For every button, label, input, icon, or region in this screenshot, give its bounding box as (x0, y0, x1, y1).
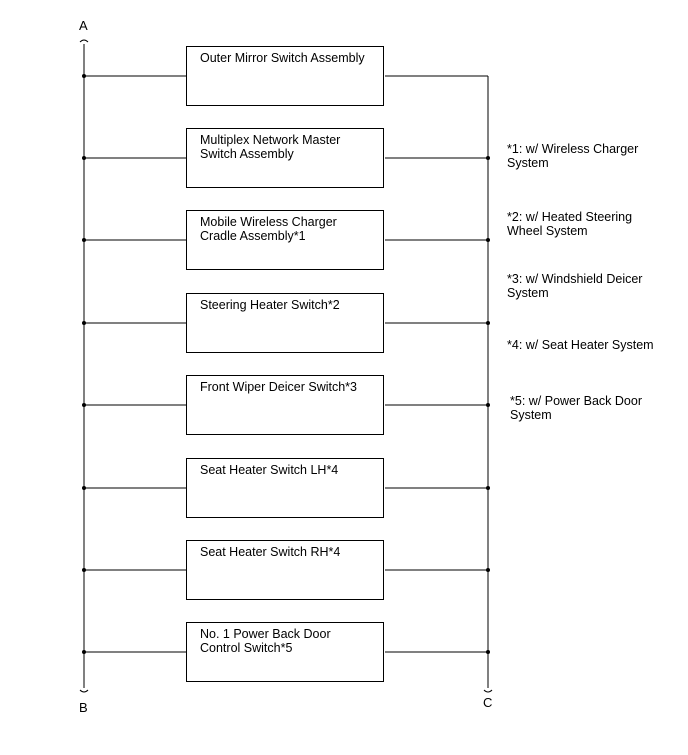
left-bus-bottom-break (79, 689, 89, 693)
junction-dot-right-6 (486, 568, 490, 572)
left-bus-top-break (79, 39, 89, 43)
component-box-seat-heater-switch-rh: Seat Heater Switch RH*4 (186, 540, 384, 600)
junction-dot-right-2 (486, 238, 490, 242)
footnote-5: *5: w/ Power Back Door System (510, 394, 642, 422)
component-box-mobile-wireless-charger-cradle: Mobile Wireless Charger Cradle Assembly*… (186, 210, 384, 270)
component-box-front-wiper-deicer-switch: Front Wiper Deicer Switch*3 (186, 375, 384, 435)
footnote-4: *4: w/ Seat Heater System (507, 338, 654, 352)
bus-label-a: A (79, 18, 88, 33)
junction-dot-left-1 (82, 156, 86, 160)
component-label: No. 1 Power Back Door Control Switch*5 (200, 627, 331, 655)
component-box-power-back-door-control-switch: No. 1 Power Back Door Control Switch*5 (186, 622, 384, 682)
junction-dot-left-5 (82, 486, 86, 490)
junction-dot-right-5 (486, 486, 490, 490)
component-label: Multiplex Network Master Switch Assembly (200, 133, 341, 161)
component-box-steering-heater-switch: Steering Heater Switch*2 (186, 293, 384, 353)
junction-dot-right-7 (486, 650, 490, 654)
junction-dot-right-3 (486, 321, 490, 325)
junction-dot-left-6 (82, 568, 86, 572)
component-label: Front Wiper Deicer Switch*3 (200, 380, 357, 394)
junction-dot-right-1 (486, 156, 490, 160)
junction-dot-right-4 (486, 403, 490, 407)
connection-lines (82, 74, 490, 654)
junction-dot-left-3 (82, 321, 86, 325)
junction-dot-left-4 (82, 403, 86, 407)
right-bus-bottom-break (483, 689, 493, 693)
junction-dot-left-0 (82, 74, 86, 78)
footnote-1: *1: w/ Wireless Charger System (507, 142, 639, 170)
junction-dot-left-7 (82, 650, 86, 654)
bus-label-c: C (483, 695, 493, 710)
component-label: Seat Heater Switch RH*4 (200, 545, 341, 559)
component-label: Steering Heater Switch*2 (200, 298, 340, 312)
footnote-3: *3: w/ Windshield Deicer System (507, 272, 643, 300)
component-box-outer-mirror-switch: Outer Mirror Switch Assembly (186, 46, 384, 106)
footnote-2: *2: w/ Heated Steering Wheel System (507, 210, 633, 238)
component-box-multiplex-network-master-switch: Multiplex Network Master Switch Assembly (186, 128, 384, 188)
component-label: Outer Mirror Switch Assembly (200, 51, 365, 65)
junction-dot-left-2 (82, 238, 86, 242)
component-box-seat-heater-switch-lh: Seat Heater Switch LH*4 (186, 458, 384, 518)
component-label: Seat Heater Switch LH*4 (200, 463, 339, 477)
component-label: Mobile Wireless Charger Cradle Assembly*… (200, 215, 337, 243)
bus-label-b: B (79, 700, 88, 715)
